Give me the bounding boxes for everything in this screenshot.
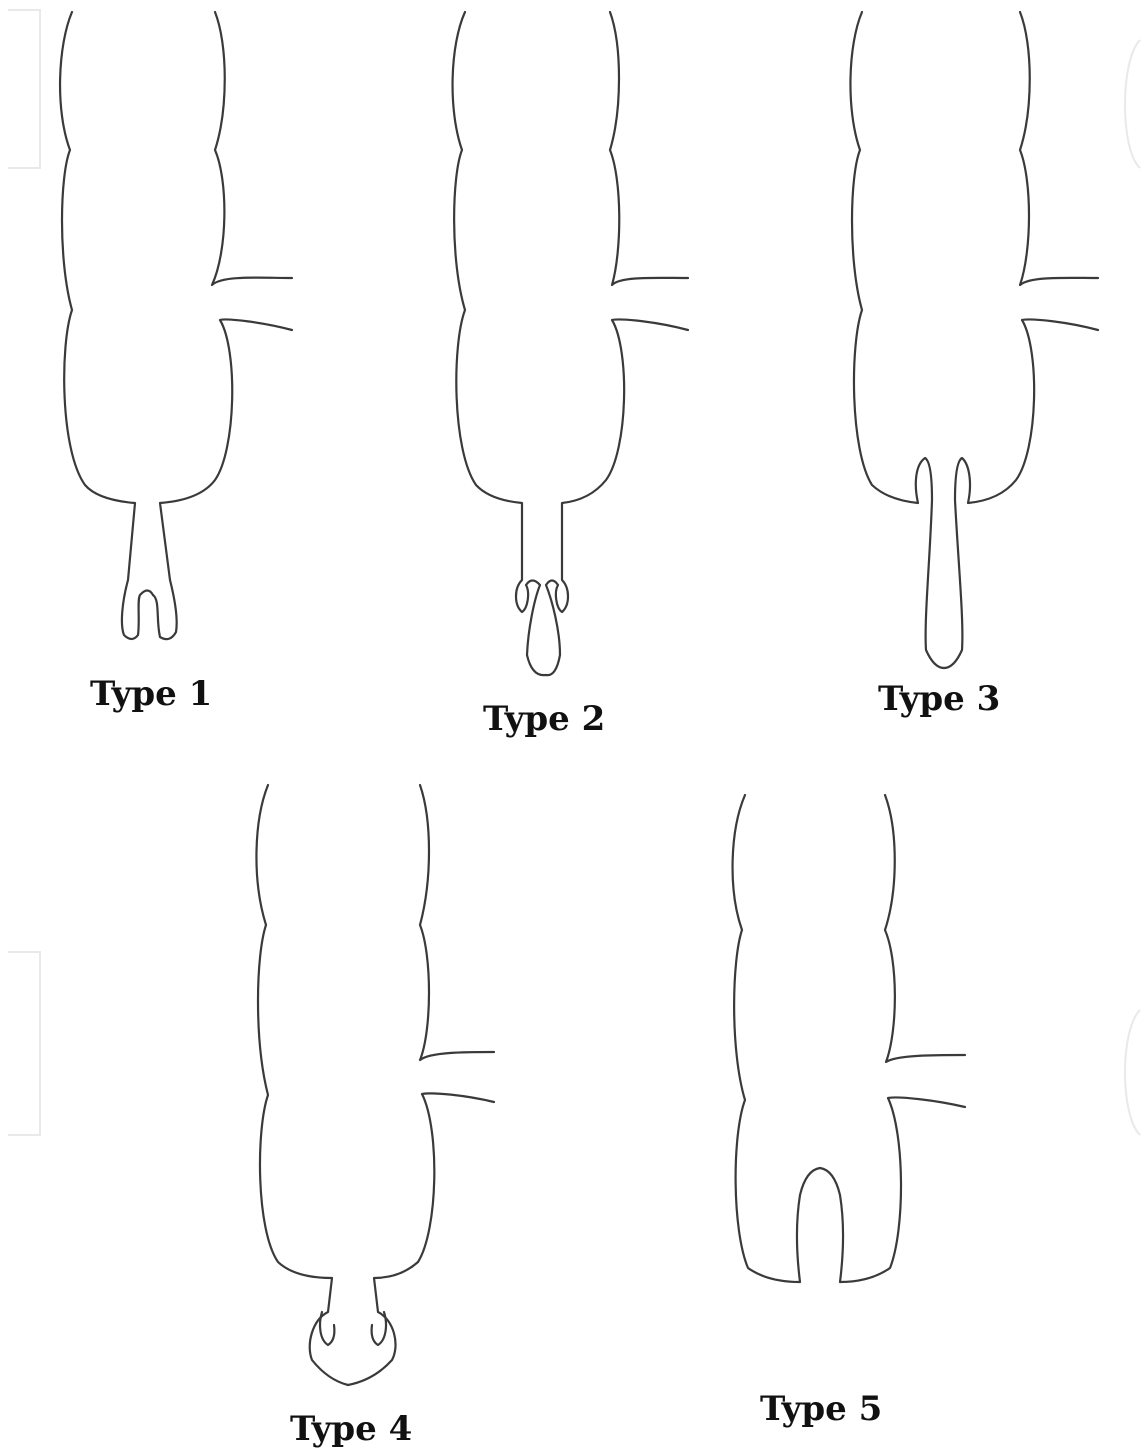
- type-5-left-wall: [733, 795, 820, 1282]
- type-3-label: Type 3: [878, 679, 1000, 719]
- type-5-label: Type 5: [760, 1389, 882, 1429]
- type-2-right-wall: [546, 12, 688, 675]
- diagram-type-3: Type 3: [850, 12, 1098, 719]
- type-3-left-wall: [850, 12, 944, 668]
- diagram-type-1: Type 1: [60, 12, 292, 714]
- type-2-left-wall: [453, 12, 546, 675]
- type-1-left-wall: [60, 12, 153, 639]
- page-edge-decorations: [8, 10, 1140, 1135]
- diagram-type-2: Type 2: [453, 12, 688, 739]
- diagram-type-4: Type 4: [256, 785, 494, 1449]
- type-1-label: Type 1: [90, 674, 212, 714]
- type-4-left-wall: [256, 785, 348, 1385]
- type-4-label: Type 4: [290, 1409, 412, 1449]
- type-4-right-wall: [348, 785, 494, 1385]
- type-5-right-wall: [820, 795, 965, 1282]
- diagram-type-5: Type 5: [733, 795, 965, 1429]
- type-2-label: Type 2: [483, 699, 605, 739]
- type-1-right-wall: [153, 12, 292, 639]
- type-3-right-wall: [944, 12, 1098, 668]
